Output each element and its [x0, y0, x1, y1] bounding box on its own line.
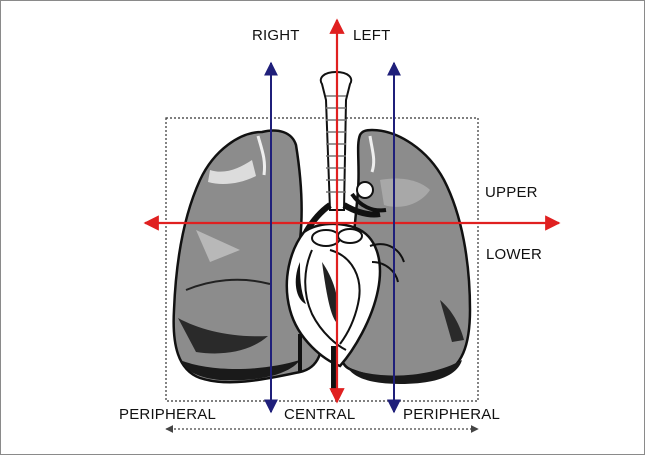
- label-peripheral-left: PERIPHERAL: [119, 407, 216, 422]
- label-left: LEFT: [353, 28, 390, 43]
- label-lower: LOWER: [486, 247, 542, 262]
- label-upper: UPPER: [485, 185, 538, 200]
- label-peripheral-right: PERIPHERAL: [403, 407, 500, 422]
- label-right: RIGHT: [252, 28, 300, 43]
- label-central: CENTRAL: [284, 407, 355, 422]
